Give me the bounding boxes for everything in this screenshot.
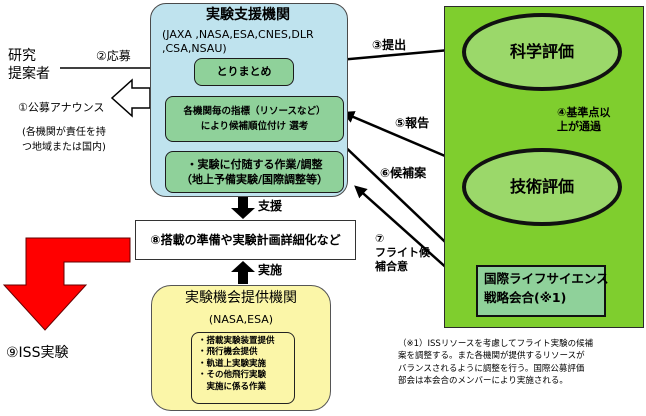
implement-arrow [231,261,255,284]
researcher-label: 研究 提案者 [8,48,50,82]
support-label: 支援 [258,199,283,213]
tech-evaluation: 技術評価 [462,148,622,226]
candidate-label: ⑥候補案 [380,166,427,180]
science-evaluation: 科学評価 [462,13,622,91]
submit-label: ③提出 [372,38,407,52]
opportunity-title: 実験機会提供機関 [185,290,297,306]
opportunity-items: ・搭載実験装置提供 ・飛行機会提供 ・軌道上実験実施 ・その他飛行実験 実施に係… [191,332,295,404]
preparation-box: ⑧搭載の準備や実験計画詳細化など [135,220,356,260]
apply-label: ②応募 [96,49,131,63]
support-arrow [231,195,255,219]
implement-label: 実施 [258,263,283,277]
flight-agreement-label: ⑦ フライト候 補合意 [375,232,430,273]
iss-label: ⑨ISS実験 [6,345,69,361]
guidance-box: 各機関毎の指標（リソースなど） により候補順位付け 選考 [165,96,344,142]
announce-arrow [110,78,151,118]
strategy-meeting: 国際ライフサイエンス 戦略会合(※1) [476,265,609,317]
announce-note: (各機関が責任を持 つ地域または国内) [22,127,106,153]
announce-label: ①公募アナウンス [18,101,105,114]
opportunity-agencies: (NASA,ESA) [208,313,274,326]
footnote: （※1）ISSリソースを考慮してフライト実験の候補 案を調整する。また各機関が提… [398,339,594,386]
tasks-box: ・実験に付随する作業/調整 （地上予備実験/国際調整等） [165,151,344,193]
criteria-label: ④基準点以 上が通過 [557,106,611,134]
report-label: ⑤報告 [395,116,430,130]
compile-box: とりまとめ [194,58,294,86]
experiment-support-title: 実験支援機関 [206,7,290,23]
experiment-support-agencies: (JAXA ,NASA,ESA,CNES,DLR ,CSA,NSAU) [162,28,314,55]
iss-arrow [2,237,131,331]
